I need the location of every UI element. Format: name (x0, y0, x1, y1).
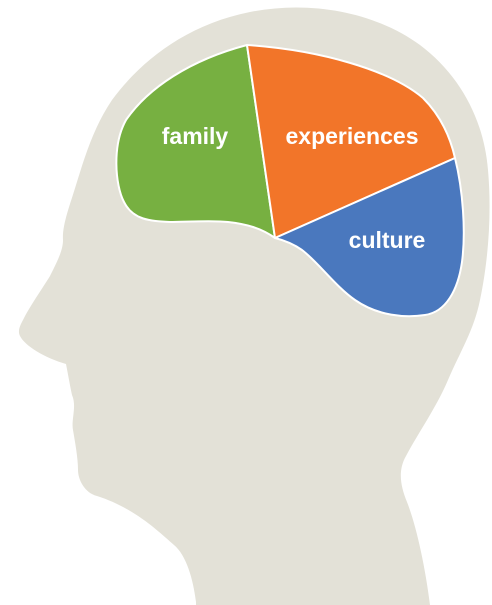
label-culture: culture (349, 227, 426, 253)
brain-region-culture (274, 157, 465, 318)
label-experiences: experiences (286, 123, 419, 149)
brain-region-family (115, 44, 276, 239)
brain-region-experiences (246, 44, 456, 239)
label-family: family (162, 123, 229, 149)
